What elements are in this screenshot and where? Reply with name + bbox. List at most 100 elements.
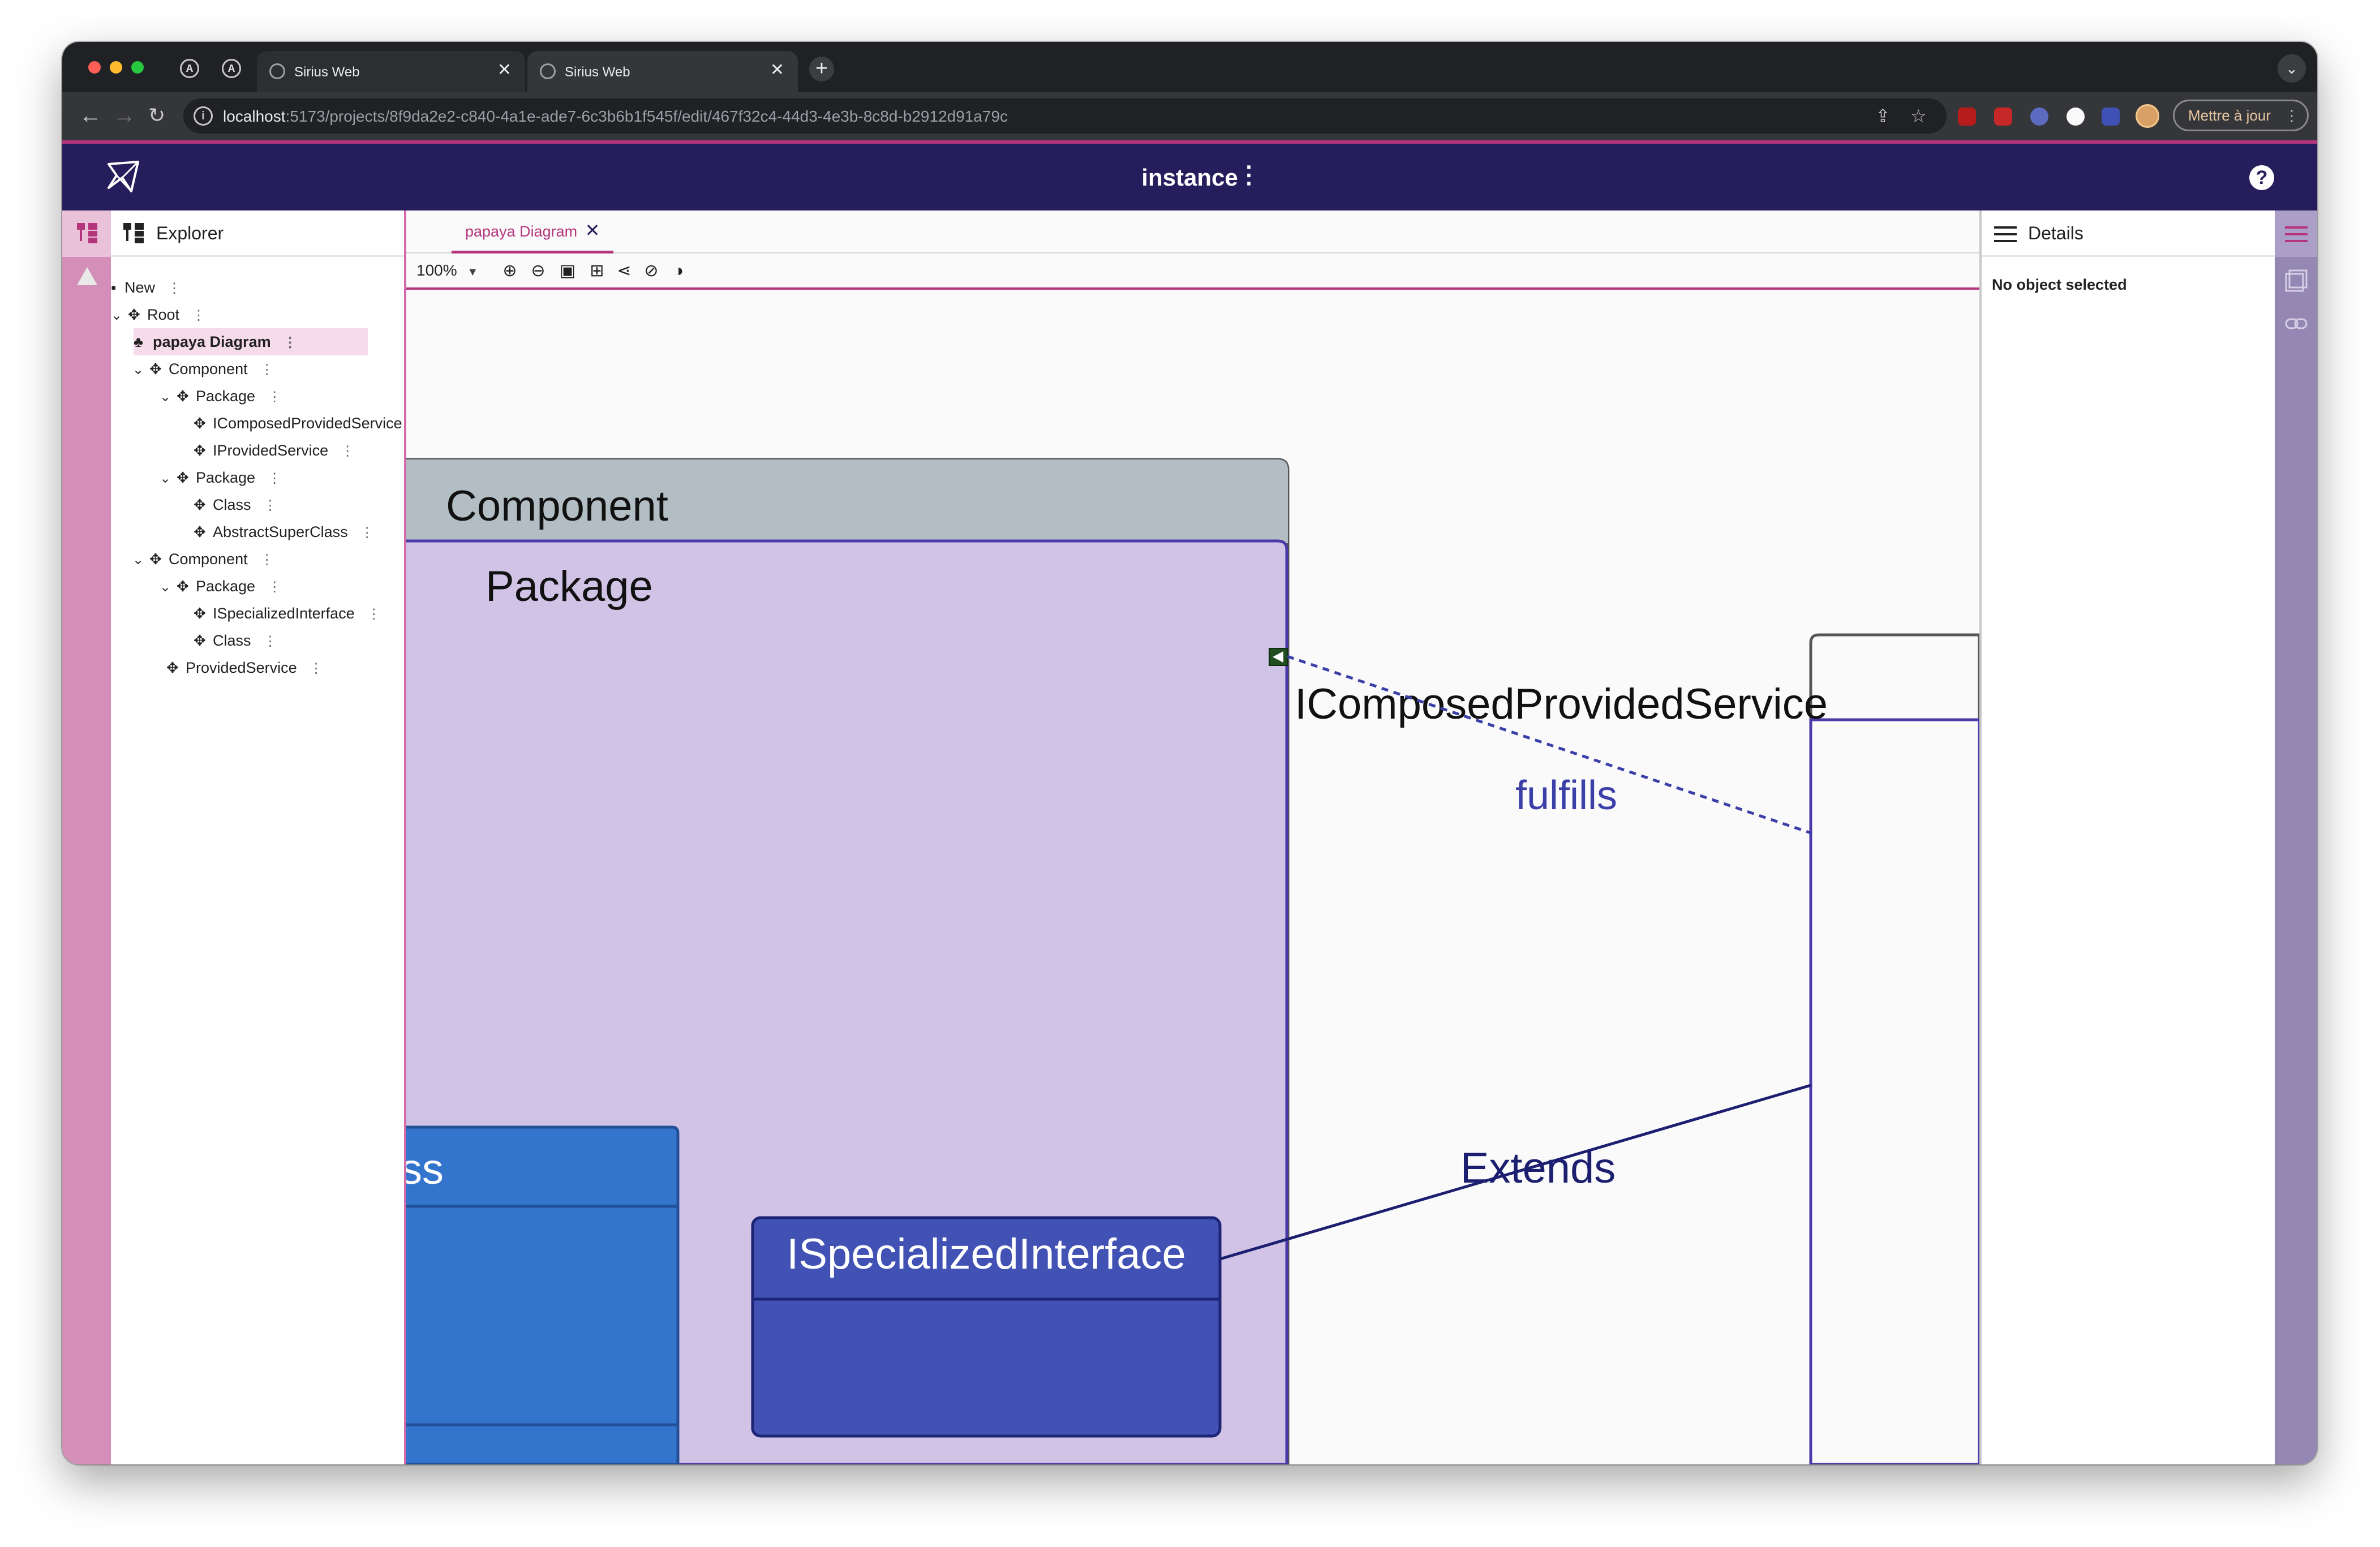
ispecializedinterface-node[interactable]: ISpecializedInterface (751, 1216, 1222, 1438)
tree-item-papaya-diagram[interactable]: ♣ papaya Diagram ⋮ (134, 328, 368, 355)
extension-icon[interactable] (2102, 108, 2120, 126)
share-icon[interactable]: ⋖ (617, 261, 631, 280)
object-icon: ✥ (177, 578, 189, 595)
more-vert-icon[interactable]: ⋮ (260, 362, 274, 377)
link-icon[interactable] (2285, 317, 2308, 330)
more-vert-icon[interactable]: ⋮ (263, 498, 277, 513)
more-vert-icon[interactable]: ⋮ (260, 552, 274, 568)
gallery-icon[interactable] (2285, 269, 2308, 292)
close-tab-icon[interactable]: ✕ (497, 61, 512, 79)
more-vert-icon[interactable]: ⋮ (360, 525, 374, 540)
tree-item-class[interactable]: ✥Class⋮ (194, 627, 277, 654)
update-browser-button[interactable]: Mettre à jour ⋮ (2173, 100, 2309, 131)
extension-icon[interactable] (1994, 108, 2012, 126)
more-vert-icon[interactable]: ⋮ (268, 471, 282, 486)
pinned-tab-icon[interactable]: A (180, 59, 199, 78)
editor-tabs: papaya Diagram ✕ (406, 210, 1979, 253)
more-vert-icon[interactable]: ⋮ (341, 444, 355, 459)
tree-item-new[interactable]: ▪New⋮ (111, 274, 181, 301)
fulfills-edge[interactable] (1287, 655, 1811, 835)
more-vert-icon[interactable]: ⋮ (268, 389, 282, 405)
help-icon[interactable]: ? (2249, 165, 2274, 190)
right-rail (2275, 210, 2317, 1464)
project-menu-icon[interactable]: ⋮ (1237, 161, 1261, 188)
details-panel: Details No object selected (1979, 210, 2275, 1464)
tree-item-root[interactable]: ⌄✥Root⋮ (111, 301, 205, 328)
tree-item-providedservice[interactable]: ✥ProvidedService⋮ (166, 654, 323, 681)
more-vert-icon[interactable]: ⋮ (192, 308, 206, 323)
fit-to-screen-icon[interactable]: ▣ (559, 261, 576, 280)
zoom-level: 100% (416, 261, 457, 279)
border-port[interactable] (1269, 648, 1288, 666)
diagram-icon: ♣ (134, 333, 144, 350)
explorer-panel: Explorer ▪New⋮ ⌄✥Root⋮ ♣papaya Diagram⋮ … (111, 210, 406, 1464)
tree-item-label: Package (196, 388, 256, 405)
minimize-window-button[interactable] (110, 61, 122, 74)
sirius-logo-icon[interactable] (105, 158, 141, 195)
chevron-down-icon[interactable]: ⌄ (111, 308, 123, 323)
right-node[interactable] (1809, 633, 1979, 1464)
tree-item-icomposedprovidedservice[interactable]: ✥IComposedProvidedService (194, 410, 402, 437)
chevron-down-icon[interactable]: ⌄ (160, 471, 171, 486)
diagram-canvas[interactable]: Component Package ss IS (406, 290, 1979, 1464)
profile-avatar[interactable] (2136, 104, 2159, 128)
tab-search-chevron-icon[interactable]: ⌄ (2278, 54, 2306, 83)
tree-item-label: Package (196, 469, 256, 486)
tree-item-iprovidedservice[interactable]: ✥IProvidedService⋮ (194, 437, 354, 464)
close-icon[interactable]: ✕ (585, 220, 600, 240)
close-window-button[interactable] (88, 61, 101, 74)
zoom-in-icon[interactable]: ⊕ (502, 261, 517, 280)
contrast-icon[interactable]: ◑ (673, 261, 684, 280)
extension-icon[interactable] (2067, 108, 2085, 126)
chevron-down-icon[interactable]: ⌄ (160, 579, 171, 595)
forward-arrow-icon[interactable]: → (113, 103, 136, 128)
site-info-icon[interactable]: i (194, 106, 213, 126)
more-vert-icon[interactable]: ⋮ (309, 661, 323, 676)
tab-papaya-diagram[interactable]: papaya Diagram ✕ (452, 210, 614, 253)
browser-tab[interactable]: Sirius Web ✕ (257, 51, 525, 92)
more-vert-icon[interactable]: ⋮ (268, 579, 282, 595)
zoom-out-icon[interactable]: ⊖ (531, 261, 545, 280)
tree-item-package[interactable]: ⌄✥Package⋮ (160, 573, 281, 600)
warning-icon[interactable] (76, 266, 98, 286)
tree-item-abstractsuperclass[interactable]: ✥AbstractSuperClass⋮ (194, 518, 374, 545)
share-icon[interactable]: ⇪ (1875, 106, 1891, 126)
more-vert-icon[interactable]: ⋮ (167, 281, 182, 296)
extension-ublock-icon[interactable] (1958, 108, 1976, 126)
object-icon: ✥ (194, 523, 206, 540)
new-tab-button[interactable]: + (809, 57, 834, 81)
pinned-tab-icon[interactable]: A (222, 59, 241, 78)
hide-icon[interactable]: ⊘ (644, 261, 659, 280)
rail-explorer-tab[interactable] (62, 210, 111, 257)
extends-edge[interactable] (1219, 1084, 1811, 1261)
back-arrow-icon[interactable]: ← (79, 103, 102, 128)
more-vert-icon[interactable]: ⋮ (283, 335, 297, 350)
class-node[interactable]: ss (406, 1125, 680, 1464)
tree-item-label: Class (213, 496, 251, 513)
tree-item-component[interactable]: ⌄✥Component⋮ (132, 545, 274, 573)
zoom-window-button[interactable] (131, 61, 144, 74)
tree-item-class[interactable]: ✥ Class ⋮ (194, 491, 277, 518)
object-icon: ✥ (194, 496, 206, 513)
address-bar[interactable]: i localhost:5173/projects/8f9da2e2-c840-… (183, 98, 1947, 134)
chevron-down-icon[interactable]: ⌄ (132, 552, 144, 568)
chevron-down-icon[interactable]: ⌄ (132, 362, 144, 377)
tree-item-package[interactable]: ⌄✥Package⋮ (160, 383, 281, 410)
extension-icon[interactable] (2030, 108, 2048, 126)
reload-icon[interactable]: ↻ (148, 104, 166, 127)
close-tab-icon[interactable]: ✕ (770, 61, 784, 79)
tree-item-component[interactable]: ⌄✥Component⋮ (132, 355, 274, 383)
browser-tab-active[interactable]: Sirius Web ✕ (527, 51, 798, 92)
chevron-down-icon[interactable]: ⌄ (160, 389, 171, 405)
rail-details-tab[interactable] (2275, 210, 2317, 257)
tree-item-label: Root (147, 306, 180, 323)
package-label: Package (486, 562, 653, 611)
more-vert-icon[interactable]: ⋮ (263, 634, 277, 649)
zoom-level-select[interactable]: 100% ▼ (416, 261, 478, 280)
bookmark-star-icon[interactable]: ☆ (1910, 106, 1927, 126)
more-vert-icon[interactable]: ⋮ (367, 607, 381, 622)
tree-item-package[interactable]: ⌄✥Package⋮ (160, 464, 281, 491)
arrange-all-icon[interactable]: ⊞ (590, 261, 604, 280)
tree-item-ispecializedinterface[interactable]: ✥ISpecializedInterface⋮ (194, 600, 381, 627)
tree-item-label: papaya Diagram (153, 333, 271, 350)
